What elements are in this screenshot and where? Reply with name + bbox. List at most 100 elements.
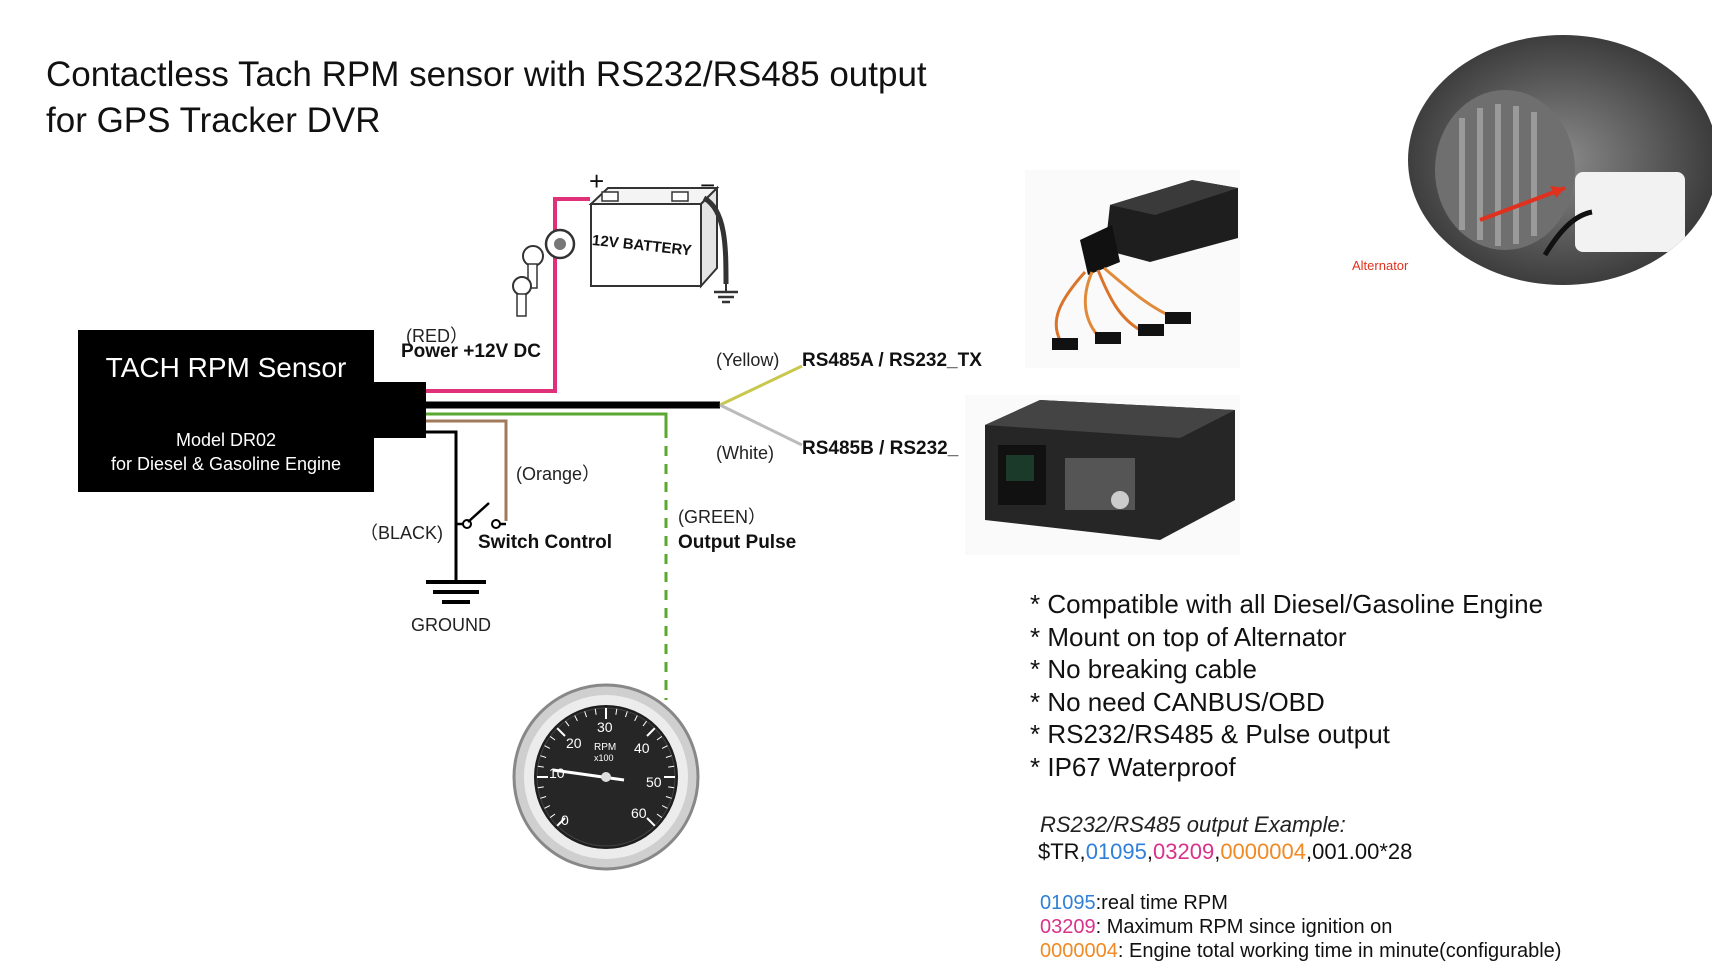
gauge-tick [656, 813, 663, 818]
ground-icon [426, 580, 486, 604]
gauge-tick [544, 745, 551, 749]
gauge-tick-label-10: 10 [549, 765, 565, 781]
gauge-tick [646, 727, 656, 737]
example-max-rpm: 03209 [1153, 839, 1215, 864]
gauge-tick-label-30: 30 [597, 719, 613, 735]
example-prefix: $TR, [1038, 839, 1086, 864]
feature-item: * Compatible with all Diesel/Gasoline En… [1030, 589, 1544, 619]
battery-minus-sign: − [700, 170, 716, 200]
battery-ground-icon [714, 284, 738, 304]
gauge-tick [665, 795, 672, 799]
gauge-tick [549, 736, 556, 741]
example-rpm: 01095 [1085, 839, 1147, 864]
dvr-image [965, 395, 1240, 555]
output-example-line: $TR,01095,03209,0000004,001.00*28 [1038, 839, 1412, 865]
feature-list: * Compatible with all Diesel/Gasoline En… [1030, 588, 1543, 783]
switch-lever [467, 502, 490, 523]
gauge-tick [556, 727, 566, 737]
feature-item: * No breaking cable [1030, 654, 1257, 684]
gauge-needle [552, 768, 625, 782]
gauge-tick [615, 708, 618, 715]
legend-text: : Maximum RPM since ignition on [1095, 916, 1393, 938]
gauge-tick [661, 805, 668, 809]
ground-label: GROUND [411, 615, 491, 635]
red-wire-desc-label: Power +12V DC [401, 341, 541, 362]
gauge-tick [540, 795, 547, 799]
gauge-tick-label-20: 20 [566, 735, 582, 751]
gps-tracker-image [1025, 170, 1240, 368]
legend-code: 01095 [1040, 892, 1096, 914]
battery-plus-sign: + [589, 166, 605, 196]
yellow-wire-desc-label: RS485A / RS232_TX [802, 350, 982, 371]
legend-text: :real time RPM [1095, 892, 1228, 914]
gauge-tick [537, 765, 544, 768]
gauge-hub [601, 772, 611, 782]
legend-code: 03209 [1040, 916, 1096, 938]
ignition-key-icon [512, 228, 576, 317]
gauge-unit-label: RPM [594, 742, 617, 753]
alternator-label: Alternator [1352, 258, 1409, 273]
legend-item-max-rpm: 03209: Maximum RPM since ignition on [1040, 916, 1392, 939]
white-wire [719, 403, 803, 447]
black-wire [426, 430, 458, 580]
example-comma: , [1146, 839, 1153, 864]
output-pulse-label: Output Pulse [678, 532, 797, 553]
gauge-tick [642, 720, 647, 727]
green-wire [426, 412, 668, 428]
gauge-ticks [537, 708, 675, 827]
gauge-tick-label-50: 50 [646, 774, 662, 790]
gauge-tick [594, 708, 597, 715]
gauge-tick [646, 817, 656, 827]
gauge-tick [544, 805, 551, 809]
battery-ground-cable [702, 195, 729, 285]
yellow-wire-color-label: (Yellow) [716, 350, 780, 370]
feature-item: * RS232/RS485 & Pulse output [1030, 719, 1390, 749]
gauge-tick [556, 817, 566, 827]
red-wire [426, 197, 590, 393]
gauge-tick [584, 711, 588, 718]
black-wire-color-label: （BLACK) [360, 523, 444, 543]
gauge-tick [537, 786, 544, 789]
legend-text: : Engine total working time in minute(co… [1117, 940, 1562, 962]
legend-code: 0000004 [1040, 940, 1118, 962]
sensor-model: Model DR02 for Diesel & Gasoline Engine [78, 428, 374, 476]
sensor-name: TACH RPM Sensor [105, 352, 347, 383]
switch-contact-right [491, 519, 501, 529]
legend-item-rpm: 01095:real time RPM [1040, 892, 1228, 915]
orange-wire [426, 419, 508, 521]
gauge-tick [624, 711, 628, 718]
gauge-tick [574, 715, 578, 722]
gauge-tick-label-0: 0 [561, 812, 569, 828]
gauge-tick [656, 736, 663, 741]
sensor-engine-type: for Diesel & Gasoline Engine [110, 454, 342, 474]
sensor-model-number: Model DR02 [175, 430, 277, 450]
gauge-tick [540, 755, 547, 759]
red-wire-color-label: (RED） [406, 326, 468, 346]
yellow-wire [719, 364, 803, 407]
feature-item: * IP67 Waterproof [1030, 751, 1236, 782]
gauge-multiplier-label: x100 [594, 753, 614, 763]
gauge-tick-label-40: 40 [634, 740, 650, 756]
tach-rpm-sensor: TACH RPM Sensor Model DR02 for Diesel & … [78, 330, 374, 492]
battery-icon [588, 185, 720, 289]
white-wire-color-label: (White) [716, 443, 774, 463]
output-example-title: RS232/RS485 output Example: [1040, 812, 1346, 837]
orange-wire-color-label: (Orange） [516, 464, 601, 484]
gauge-tick [661, 745, 668, 749]
gauge-tick [549, 813, 556, 818]
legend-item-work-time: 0000004: Engine total working time in mi… [1040, 940, 1561, 963]
white-wire-desc-label: RS485B / RS232_ [802, 438, 959, 459]
gauge-tick [565, 720, 570, 727]
gauge-tick-label-60: 60 [631, 805, 647, 821]
example-comma: , [1214, 839, 1221, 864]
gauge-tick [634, 715, 638, 722]
feature-item: * Mount on top of Alternator [1030, 621, 1347, 652]
title-line-1: Contactless Tach RPM sensor with RS232/R… [46, 55, 927, 94]
gauge-tick [668, 765, 675, 768]
feature-item: * No need CANBUS/OBD [1030, 686, 1325, 717]
alternator-photo [1408, 35, 1712, 285]
example-work-time: 0000004 [1220, 839, 1306, 864]
page-title: Contactless Tach RPM sensor with RS232/R… [46, 52, 927, 144]
green-wire-color-label: (GREEN） [678, 507, 767, 527]
